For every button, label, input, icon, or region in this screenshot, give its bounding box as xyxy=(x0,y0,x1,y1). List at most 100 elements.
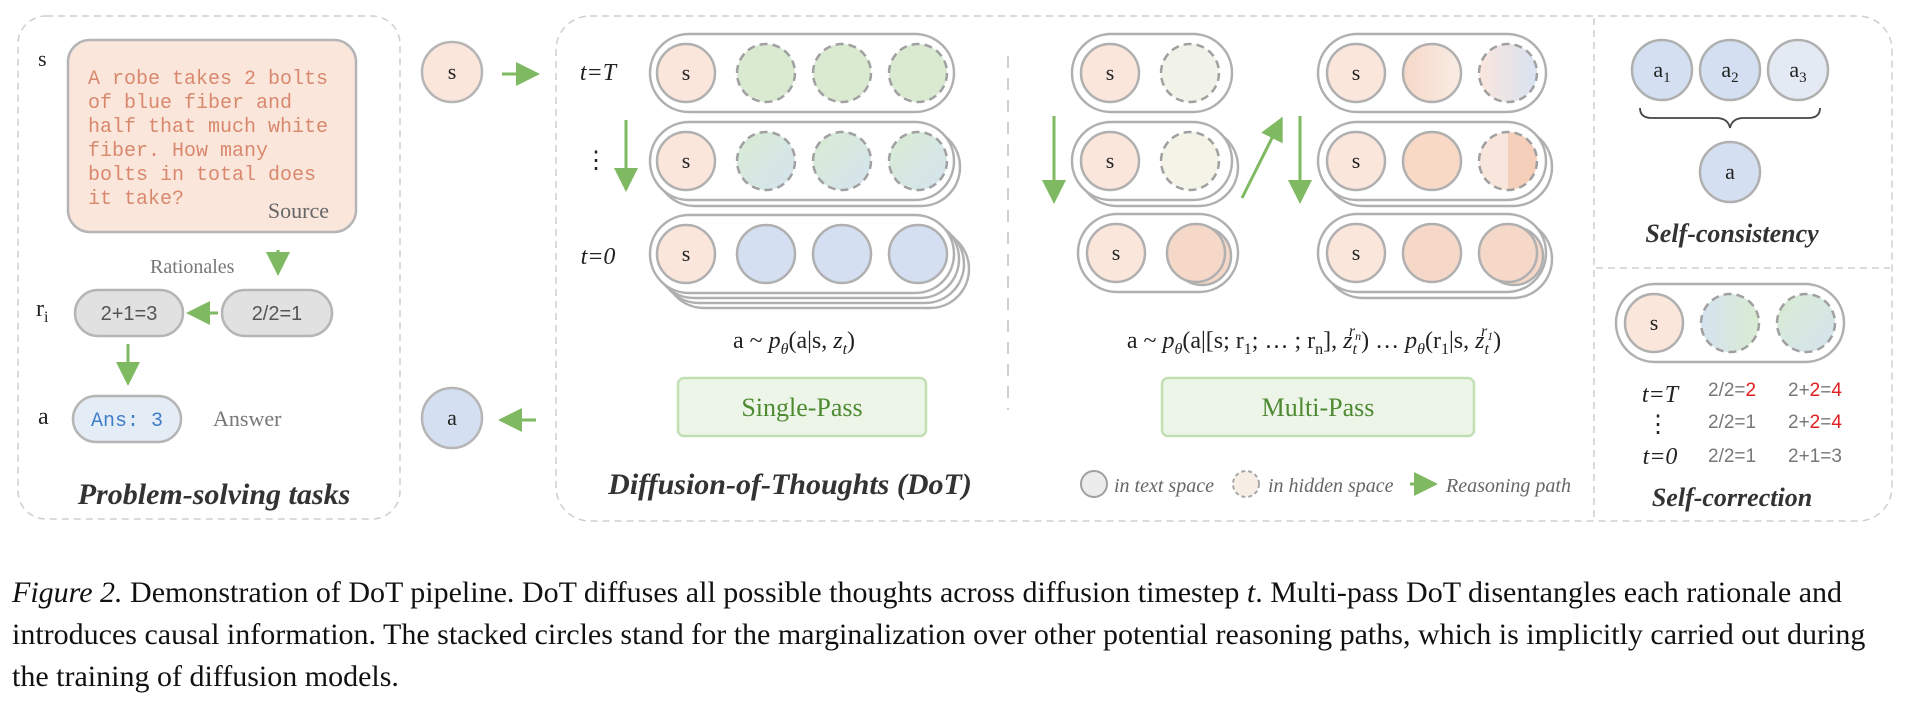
answer-node-a1 xyxy=(1630,38,1694,102)
consistency-result-label: a xyxy=(1725,159,1735,184)
hidden-thought-node xyxy=(1159,130,1221,192)
r-label: ri xyxy=(36,296,49,326)
s-node-label: s xyxy=(1352,240,1361,265)
self-correction-title: Self-correction xyxy=(1652,483,1812,512)
single-pass-label: Single-Pass xyxy=(741,393,862,422)
text-thought-node xyxy=(887,223,949,285)
multi-cross-arrow xyxy=(1240,116,1283,199)
source-line: A robe takes 2 bolts xyxy=(88,68,328,91)
legend-hidden-space-icon xyxy=(1232,470,1260,498)
rationale-1-text: 2+1=3 xyxy=(101,303,158,325)
correction-t: t=T xyxy=(1642,382,1680,408)
dot-panel-title: Diffusion-of-Thoughts (DoT) xyxy=(607,468,972,501)
text-thought-node xyxy=(735,223,797,285)
hidden-thought-node xyxy=(1775,292,1837,354)
text-thought-node xyxy=(1401,222,1463,284)
answer-node-a3-label: a3 xyxy=(1789,57,1806,86)
answer-node-a1-label: a1 xyxy=(1653,57,1670,86)
text-thought-node xyxy=(1401,130,1463,192)
correction-t: ⋮ xyxy=(1646,412,1670,438)
self-consistency-title: Self-consistency xyxy=(1645,219,1819,248)
consistency-result-node xyxy=(1698,140,1762,204)
consistency-brace xyxy=(1639,107,1821,129)
answer-pill xyxy=(71,394,183,444)
answer-label: Answer xyxy=(213,406,282,431)
s-node-label: s xyxy=(682,60,691,85)
text-thought-node xyxy=(1401,42,1463,104)
caption-text-2: . Multi-pass DoT disentangles each ratio… xyxy=(12,576,1866,693)
correction-table: t=T 2/2=2 2+2=4 ⋮ 2/2=1 2+2=4 t=0 2/2=1 … xyxy=(1642,380,1842,470)
correction-c2: 2+2=4 xyxy=(1788,412,1842,433)
s-node xyxy=(1325,222,1387,284)
a-label: a xyxy=(38,404,49,430)
output-a-node xyxy=(420,386,484,450)
dot-pipeline-figure: s A robe takes 2 bolts of blue fiber and… xyxy=(17,15,1893,522)
s-node xyxy=(1325,42,1387,104)
output-a-label: a xyxy=(447,405,457,430)
source-line: of blue fiber and xyxy=(88,92,292,115)
s-node-label: s xyxy=(1106,60,1115,85)
s-node xyxy=(655,130,717,192)
source-line: fiber. How many xyxy=(88,140,268,163)
hidden-thought-node xyxy=(735,130,797,192)
answer-text: Ans: 3 xyxy=(91,410,163,433)
hidden-thought-node xyxy=(811,42,873,104)
single-row-0 xyxy=(648,213,956,295)
single-row-mid xyxy=(648,120,956,202)
legend-text-space: in text space xyxy=(1114,475,1214,497)
s-node-label: s xyxy=(1352,148,1361,173)
correction-c2: 2+2=4 xyxy=(1788,380,1842,401)
rationale-1-pill xyxy=(73,288,185,338)
hidden-thought-node xyxy=(1477,42,1539,104)
problem-panel-title: Problem-solving tasks xyxy=(77,478,351,511)
rationales-label: Rationales xyxy=(150,256,235,278)
t-mid-label: ⋮ xyxy=(584,148,608,174)
s-node-label: s xyxy=(682,241,691,266)
source-box xyxy=(66,38,358,234)
legend-hidden-space: in hidden space xyxy=(1268,475,1394,497)
answer-node-a2 xyxy=(1698,38,1762,102)
text-thought-node xyxy=(1477,222,1539,284)
multi-pass-formula: a ~ pθ(a|[s; r1; … ; rn], ztrn) … pθ(r1|… xyxy=(1127,323,1501,358)
answer-node-a2-label: a2 xyxy=(1721,57,1738,86)
source-text: A robe takes 2 bolts of blue fiber and h… xyxy=(88,68,328,211)
s-node-label: s xyxy=(1106,148,1115,173)
hidden-thought-node xyxy=(811,130,873,192)
answer-node-a3 xyxy=(1766,38,1830,102)
single-row-T xyxy=(648,32,956,114)
t-top-label: t=T xyxy=(580,60,618,86)
correction-c1: 2/2=1 xyxy=(1708,446,1756,467)
caption-t-symbol: t xyxy=(1246,576,1256,609)
s-node xyxy=(655,42,717,104)
problem-panel xyxy=(17,15,401,520)
hidden-thought-node xyxy=(1159,42,1221,104)
s-node-label: s xyxy=(682,148,691,173)
source-line: it take? xyxy=(88,188,184,211)
correction-c2: 2+1=3 xyxy=(1788,446,1842,467)
caption-label: Figure 2. xyxy=(12,576,123,609)
rationale-2-pill xyxy=(220,288,334,338)
s-node xyxy=(1623,292,1685,354)
hidden-thought-node xyxy=(735,42,797,104)
multi-pass-label: Multi-Pass xyxy=(1262,393,1375,422)
source-line: half that much white xyxy=(88,116,328,139)
s-node xyxy=(1079,130,1141,192)
s-node xyxy=(1079,42,1141,104)
rationale-2-text: 2/2=1 xyxy=(252,303,303,325)
s-node xyxy=(1325,130,1387,192)
legend-text-space-icon xyxy=(1080,470,1108,498)
s-label: s xyxy=(38,46,47,71)
caption-text: Demonstration of DoT pipeline. DoT diffu… xyxy=(122,576,1247,609)
source-label: Source xyxy=(268,198,329,223)
s-node-label: s xyxy=(1352,60,1361,85)
t-bottom-label: t=0 xyxy=(581,244,616,270)
legend-reasoning-path: Reasoning path xyxy=(1445,475,1571,497)
hidden-thought-node xyxy=(1477,130,1539,192)
s-node-label: s xyxy=(1112,240,1121,265)
correction-c1: 2/2=2 xyxy=(1708,380,1756,401)
input-s-label: s xyxy=(448,59,457,84)
s-node xyxy=(1085,222,1147,284)
text-thought-node xyxy=(1165,222,1227,284)
dot-panel xyxy=(555,15,1893,522)
single-pass-label-box xyxy=(676,376,928,438)
